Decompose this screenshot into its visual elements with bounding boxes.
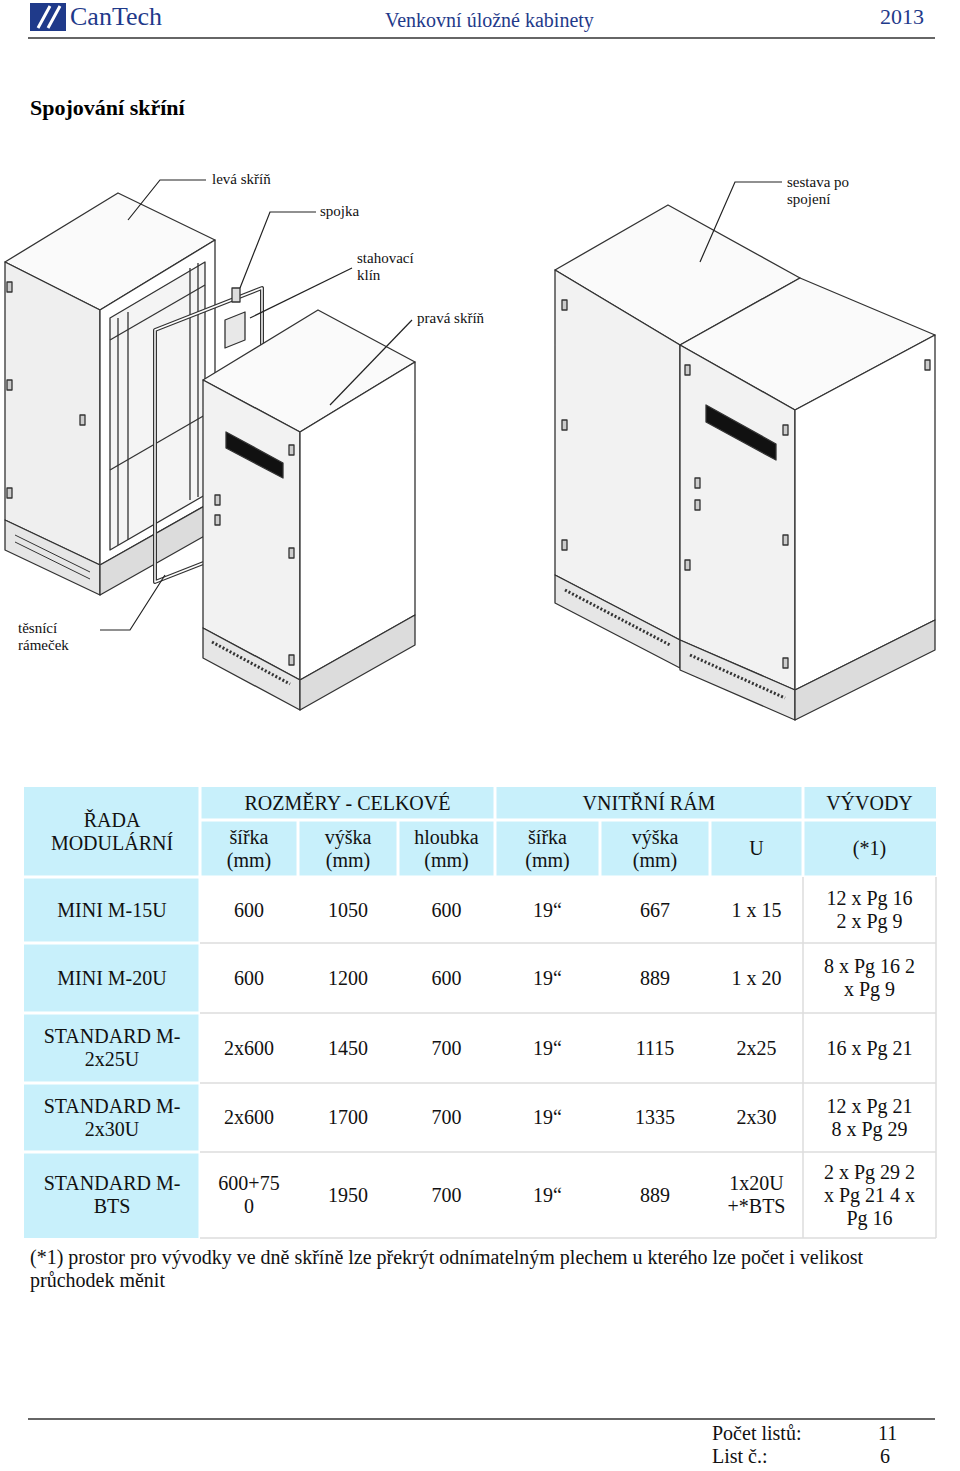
table-cell: STANDARD M-BTS bbox=[42, 1172, 182, 1218]
footer-text: Počet listů: bbox=[712, 1422, 842, 1445]
table-cell: 700 bbox=[402, 1037, 491, 1060]
footer-text: 11 bbox=[878, 1422, 908, 1445]
table-header-cell: VNITŘNÍ RÁM bbox=[499, 792, 799, 815]
callout-label: stahovací klín bbox=[357, 250, 432, 285]
right-cabinet bbox=[203, 310, 415, 710]
table-cell: 889 bbox=[604, 967, 706, 990]
table-cell: 2x600 bbox=[214, 1106, 284, 1129]
table-cell: MINI M-15U bbox=[42, 899, 182, 922]
table-cell: 19“ bbox=[499, 1037, 596, 1060]
table-cell: 600 bbox=[402, 967, 491, 990]
table-cell: 19“ bbox=[499, 967, 596, 990]
table-cell: STANDARD M-2x25U bbox=[42, 1025, 182, 1071]
table-cell: 2x30 bbox=[719, 1106, 794, 1129]
page-heading: Spojování skříní bbox=[30, 95, 430, 120]
table-cell: 2x25 bbox=[719, 1037, 794, 1060]
table-header-cell: VÝVODY bbox=[807, 792, 932, 815]
callout-label: pravá skříň bbox=[417, 310, 507, 327]
table-header-cell: ROZMĚRY - CELKOVÉ bbox=[204, 792, 491, 815]
callout-label: sestava po spojení bbox=[787, 174, 867, 209]
footnote: (*1) prostor pro vývodky ve dně skříně l… bbox=[30, 1246, 940, 1292]
table-cell: MINI M-20U bbox=[42, 967, 182, 990]
table-header-cell: výška (mm) bbox=[620, 826, 690, 872]
leader-lines bbox=[100, 180, 782, 630]
table-cell: 1335 bbox=[604, 1106, 706, 1129]
callout-label: levá skříň bbox=[212, 171, 302, 188]
callout-label: těsnící rámeček bbox=[18, 620, 86, 655]
table-cell: 2 x Pg 29 2 x Pg 21 4 x Pg 16 bbox=[824, 1161, 916, 1230]
table-cell: 1115 bbox=[604, 1037, 706, 1060]
clamping-wedge bbox=[225, 312, 245, 348]
table-cell: 1200 bbox=[302, 967, 394, 990]
page-header-text: CanTech bbox=[70, 2, 220, 32]
table-cell: 2x600 bbox=[214, 1037, 284, 1060]
table-cell: 600 bbox=[214, 967, 284, 990]
logo-stripes bbox=[38, 6, 60, 28]
table-cell: 1050 bbox=[302, 899, 394, 922]
footer-rule bbox=[28, 1418, 935, 1420]
table-cell: 19“ bbox=[499, 1106, 596, 1129]
table-cell: 600 bbox=[402, 899, 491, 922]
table-cell: 19“ bbox=[499, 1184, 596, 1207]
table-cell: 600+75 0 bbox=[214, 1172, 284, 1218]
table-cell: 16 x Pg 21 bbox=[824, 1037, 916, 1060]
table-cell: 700 bbox=[402, 1184, 491, 1207]
table-header-cell: ŘADA MODULÁRNÍ bbox=[42, 809, 182, 855]
table-cell: 1 x 20 bbox=[719, 967, 794, 990]
table-header-cell: výška (mm) bbox=[313, 826, 383, 872]
table-cell: 1 x 15 bbox=[719, 899, 794, 922]
table-cell: 12 x Pg 21 8 x Pg 29 bbox=[824, 1095, 916, 1141]
table-cell: 1700 bbox=[302, 1106, 394, 1129]
table-cell: 1450 bbox=[302, 1037, 394, 1060]
spec-table-grid bbox=[24, 787, 936, 1238]
footer-text: List č.: bbox=[712, 1445, 812, 1468]
table-cell: 19“ bbox=[499, 899, 596, 922]
callout-label: spojka bbox=[320, 203, 390, 220]
table-cell: 12 x Pg 16 2 x Pg 9 bbox=[824, 887, 916, 933]
table-header-cell: hloubka (mm) bbox=[407, 826, 487, 872]
table-cell: 1x20U +*BTS bbox=[719, 1172, 794, 1218]
table-header-cell: U bbox=[714, 837, 799, 860]
logo-mark bbox=[30, 3, 66, 31]
footer-text: 6 bbox=[880, 1445, 910, 1468]
table-cell: 667 bbox=[604, 899, 706, 922]
page-header-text: Venkovní úložné kabinety bbox=[385, 9, 685, 32]
header-rule bbox=[28, 37, 935, 39]
table-header-cell: šířka (mm) bbox=[513, 826, 583, 872]
table-header-cell: šířka (mm) bbox=[214, 826, 284, 872]
table-cell: 889 bbox=[604, 1184, 706, 1207]
page-header-text: 2013 bbox=[880, 4, 950, 29]
table-header-cell: (*1) bbox=[807, 837, 932, 860]
joined-assembly bbox=[555, 205, 935, 720]
table-cell: 700 bbox=[402, 1106, 491, 1129]
table-cell: 1950 bbox=[302, 1184, 394, 1207]
table-cell: STANDARD M-2x30U bbox=[42, 1095, 182, 1141]
table-cell: 600 bbox=[214, 899, 284, 922]
left-cabinet bbox=[5, 193, 215, 595]
table-cell: 8 x Pg 16 2 x Pg 9 bbox=[824, 955, 916, 1001]
